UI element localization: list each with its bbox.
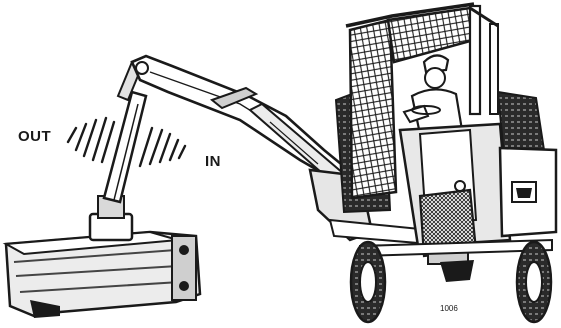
side-panel xyxy=(500,148,556,236)
front-weights xyxy=(440,260,474,282)
main-boom xyxy=(132,56,346,182)
rear-wheel-right xyxy=(498,92,544,156)
operator xyxy=(404,55,462,134)
in-direction-label: IN xyxy=(205,153,221,170)
front-wheel-right xyxy=(517,242,551,322)
front-wheel-left xyxy=(351,242,385,322)
flail-mower-head xyxy=(6,232,200,318)
rops-frame xyxy=(470,6,498,114)
out-direction-label: OUT xyxy=(18,128,51,145)
head-mount xyxy=(90,196,132,240)
figure-number: 1006 xyxy=(440,304,458,313)
